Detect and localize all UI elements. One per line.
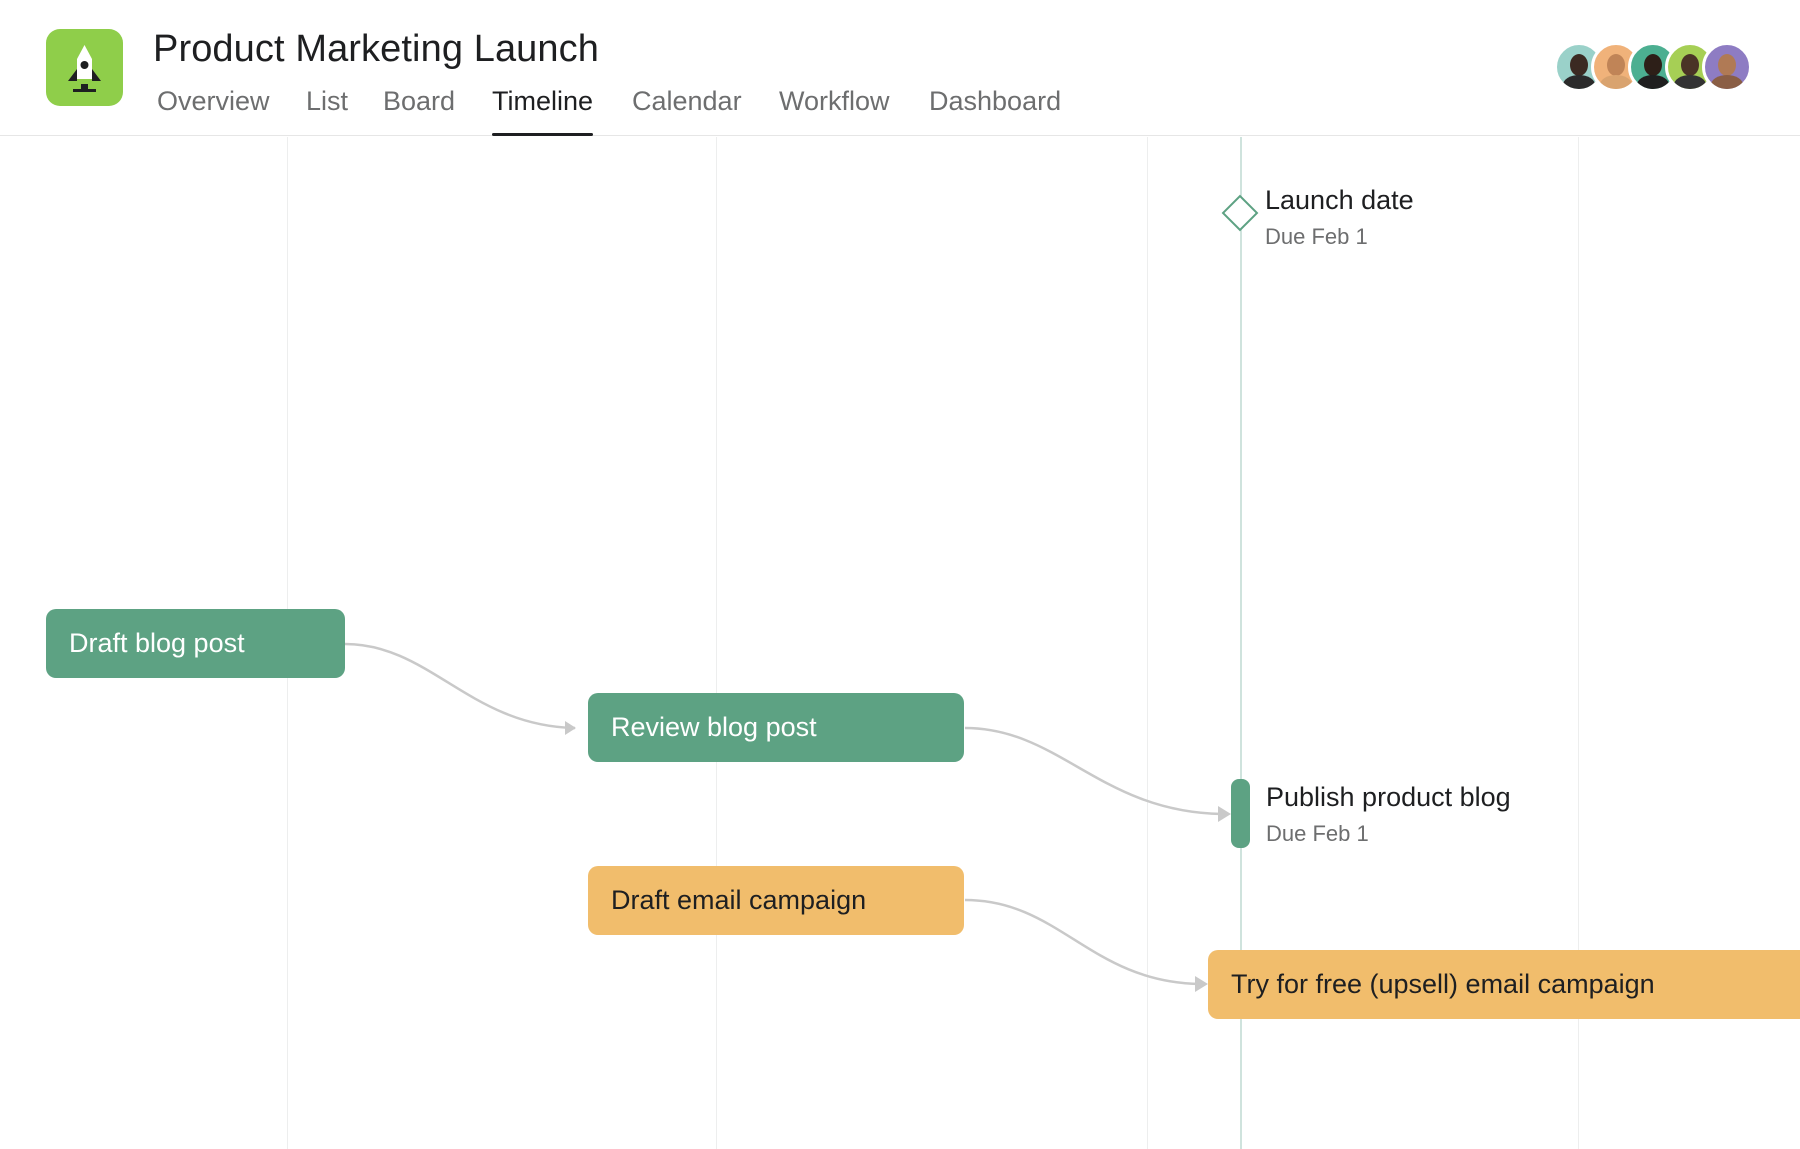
milestone-title[interactable]: Launch date xyxy=(1265,185,1414,215)
dependency-line xyxy=(964,726,1223,816)
tab-board[interactable]: Board xyxy=(383,86,456,116)
dependency-arrow-icon xyxy=(565,721,576,735)
task-bar-upsell-email-campaign[interactable]: Try for free (upsell) email campaign xyxy=(1208,950,1800,1019)
task-bar-review-blog-post[interactable]: Review blog post xyxy=(588,693,964,762)
tab-timeline[interactable]: Timeline xyxy=(492,86,594,136)
task-bar-publish-product-blog[interactable] xyxy=(1231,779,1250,848)
tab-list[interactable]: List xyxy=(306,86,349,116)
dependency-arrow-icon xyxy=(1195,976,1208,992)
tab-workflow[interactable]: Workflow xyxy=(779,86,890,116)
task-label: Try for free (upsell) email campaign xyxy=(1231,969,1655,999)
dependency-arrow-icon xyxy=(1218,806,1231,822)
task-due-date: Due Feb 1 xyxy=(1266,821,1369,846)
task-bar-draft-blog-post[interactable]: Draft blog post xyxy=(46,609,345,678)
tab-overview[interactable]: Overview xyxy=(157,86,270,116)
tab-calendar[interactable]: Calendar xyxy=(632,86,742,116)
task-label: Draft email campaign xyxy=(611,885,867,915)
dependency-line xyxy=(344,642,576,730)
milestone-due-date: Due Feb 1 xyxy=(1265,224,1368,249)
task-bar-draft-email-campaign[interactable]: Draft email campaign xyxy=(588,866,964,935)
grid-column-divider xyxy=(716,137,717,1149)
task-label: Draft blog post xyxy=(69,628,245,658)
task-label-publish-product-blog[interactable]: Publish product blog xyxy=(1266,782,1511,812)
dependency-line xyxy=(964,898,1201,986)
task-label: Review blog post xyxy=(611,712,817,742)
tab-dashboard[interactable]: Dashboard xyxy=(929,86,1062,116)
rocket-icon xyxy=(68,45,101,92)
avatar[interactable] xyxy=(1702,42,1752,92)
project-title: Product Marketing Launch xyxy=(153,28,599,70)
grid-column-divider xyxy=(1147,137,1148,1149)
grid-column-divider xyxy=(1578,137,1579,1149)
project-icon[interactable] xyxy=(46,29,123,106)
project-members[interactable] xyxy=(1554,42,1754,92)
today-marker-line xyxy=(1240,137,1242,1149)
project-header: Product Marketing Launch Overview List B… xyxy=(0,0,1800,136)
